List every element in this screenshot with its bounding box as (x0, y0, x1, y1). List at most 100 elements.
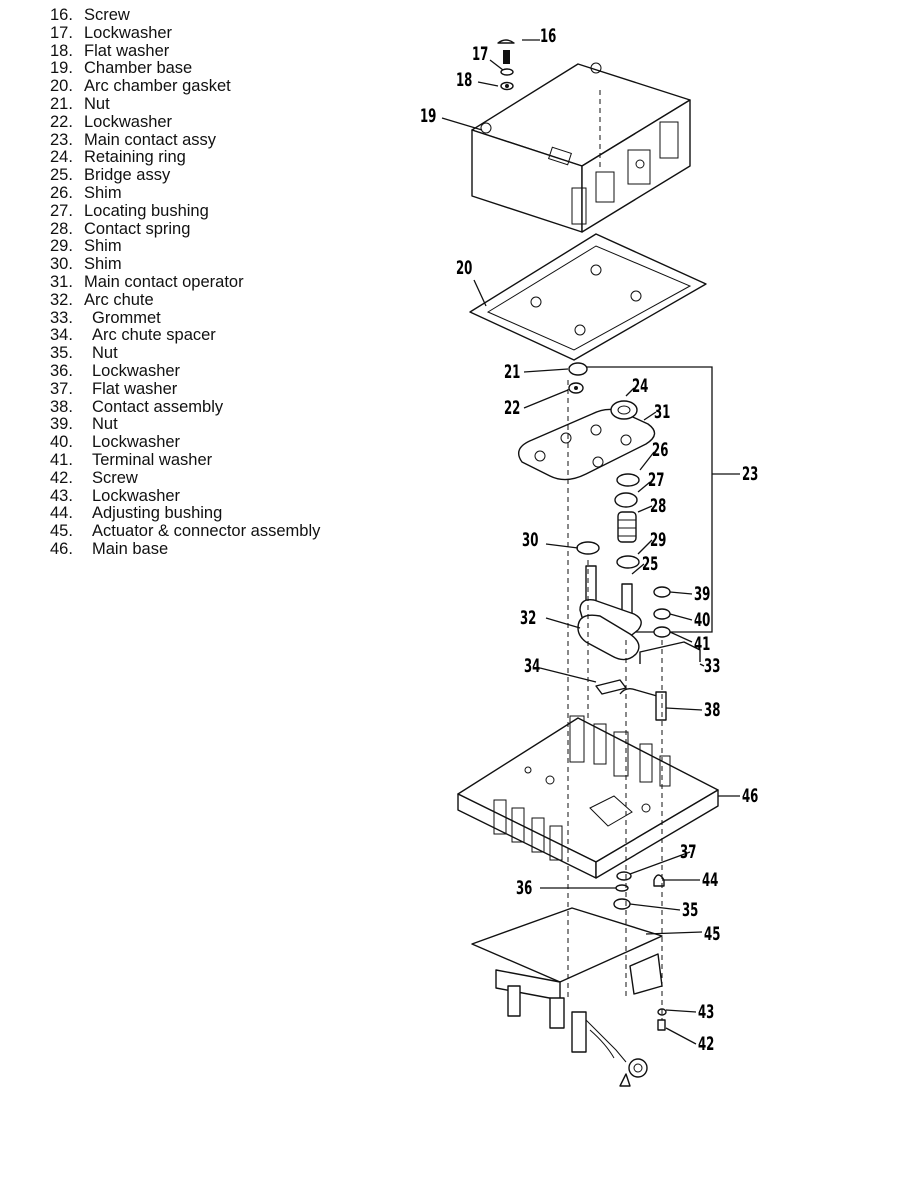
callout-32: 32 (520, 606, 536, 629)
legend-number: 22. (50, 112, 73, 131)
legend-label: Shim (84, 255, 122, 274)
legend-number: 16. (50, 6, 73, 24)
legend-number: 37. (50, 379, 73, 398)
legend-item: 35. Nut (50, 344, 320, 363)
callout-17: 17 (472, 42, 488, 65)
legend-number: 40. (50, 433, 73, 452)
shim-30 (576, 541, 600, 555)
legend-item: 32. Arc chute (50, 290, 320, 310)
legend-number: 23. (50, 130, 73, 149)
legend-item: 30. Shim (50, 255, 320, 274)
legend-label: Arc chute (84, 290, 154, 309)
legend-label: Adjusting bushing (92, 504, 223, 523)
legend-item: 46.Main base (50, 539, 320, 559)
legend-label: Contact assembly (92, 397, 224, 416)
leader-lines (441, 39, 740, 1045)
legend-item: 28.Contact spring (50, 219, 320, 239)
callout-33: 33 (704, 654, 720, 677)
actuator-connector-assembly (471, 907, 663, 1087)
callout-43: 43 (698, 1000, 714, 1023)
nut-lockwasher-21-22 (568, 362, 588, 394)
legend-label: Flat washer (84, 41, 170, 60)
callout-20: 20 (456, 256, 472, 279)
callout-35: 35 (682, 898, 698, 921)
legend-label: Nut (84, 94, 110, 113)
legend-label: Shim (84, 237, 122, 256)
callout-labels: 16 17 18 19 20 21 22 23 24 25 26 27 28 2… (420, 24, 758, 1055)
legend-item: 22. Lockwasher (50, 112, 320, 132)
legend-item: 42. Screw (50, 468, 320, 488)
callout-27: 27 (648, 468, 664, 491)
legend-item: 16. Screw (50, 6, 320, 25)
callout-26: 26 (652, 438, 668, 461)
legend-item: 43.Lockwasher (50, 486, 320, 506)
callout-40: 40 (694, 608, 710, 631)
legend-number: 31. (50, 272, 73, 291)
legend-number: 34. (50, 326, 73, 345)
legend-label: Lockwasher (84, 112, 173, 131)
legend-number: 42. (50, 468, 73, 487)
callout-21: 21 (504, 360, 520, 383)
legend-number: 19. (50, 59, 73, 78)
legend-label: Arc chute spacer (92, 326, 216, 345)
callout-28: 28 (650, 494, 666, 517)
grommet-spacer-contact (595, 641, 701, 721)
legend-item: 31.Main contact operator (50, 272, 320, 292)
legend-number: 27. (50, 201, 73, 220)
legend-number: 20. (50, 77, 73, 96)
legend-label: Screw (92, 468, 138, 487)
legend-number: 44. (50, 504, 73, 523)
washer-stack-39-41 (653, 586, 671, 638)
legend-number: 32. (50, 290, 73, 309)
arc-chute (577, 614, 640, 661)
legend-item: 19. Chamber base (50, 59, 320, 78)
main-contact-assy-bracket (580, 366, 713, 633)
legend-item: 36.Lockwasher (50, 361, 320, 381)
chamber-base (471, 62, 691, 233)
legend-number: 30. (50, 255, 73, 274)
legend-label: Flat washer (92, 379, 178, 398)
legend-item: 37. Flat washer (50, 379, 320, 399)
legend-label: Main base (92, 539, 169, 558)
legend-label: Nut (92, 344, 118, 363)
legend-number: 41. (50, 450, 73, 469)
callout-36: 36 (516, 876, 532, 899)
callout-31: 31 (654, 400, 670, 423)
legend-label: Nut (92, 415, 118, 434)
legend-item: 44. Adjusting bushing (50, 504, 320, 523)
legend-item: 26.Shim (50, 184, 320, 203)
legend-label: Lockwasher (92, 433, 181, 452)
callout-42: 42 (698, 1032, 714, 1055)
legend-item: 24.Retaining ring (50, 148, 320, 167)
callout-24: 24 (632, 374, 648, 397)
top-screw-stack (497, 39, 515, 91)
callout-37: 37 (680, 840, 696, 863)
legend-label: Chamber base (84, 59, 193, 78)
legend-number: 28. (50, 219, 73, 238)
legend-number: 21. (50, 94, 73, 113)
legend-number: 43. (50, 486, 73, 505)
legend-item: 20.Arc chamber gasket (50, 77, 320, 96)
legend-item: 17.Lockwasher (50, 24, 320, 43)
lower-washers (613, 871, 665, 910)
callout-44: 44 (702, 868, 718, 891)
legend-item: 39.Nut (50, 415, 320, 434)
legend-label: Terminal washer (92, 450, 213, 469)
legend-label: Retaining ring (84, 148, 186, 167)
legend-number: 33. (50, 308, 73, 327)
legend-label: Screw (84, 6, 130, 24)
legend-number: 36. (50, 361, 73, 380)
callout-45: 45 (704, 922, 720, 945)
legend-item: 34. Arc chute spacer (50, 326, 320, 345)
legend-item: 45.Actuator & connector assembly (50, 522, 320, 541)
legend-item: 40. Lockwasher (50, 433, 320, 452)
legend-number: 45. (50, 522, 73, 541)
legend-item: 23.Main contact assy (50, 130, 320, 150)
legend-item: 33.Grommet (50, 308, 320, 328)
exploded-view-diagram: 16 17 18 19 20 21 22 23 24 25 26 27 28 2… (420, 24, 758, 1087)
callout-18: 18 (456, 68, 472, 91)
callout-38: 38 (704, 698, 720, 721)
callout-25: 25 (642, 552, 658, 575)
legend-number: 35. (50, 344, 73, 363)
